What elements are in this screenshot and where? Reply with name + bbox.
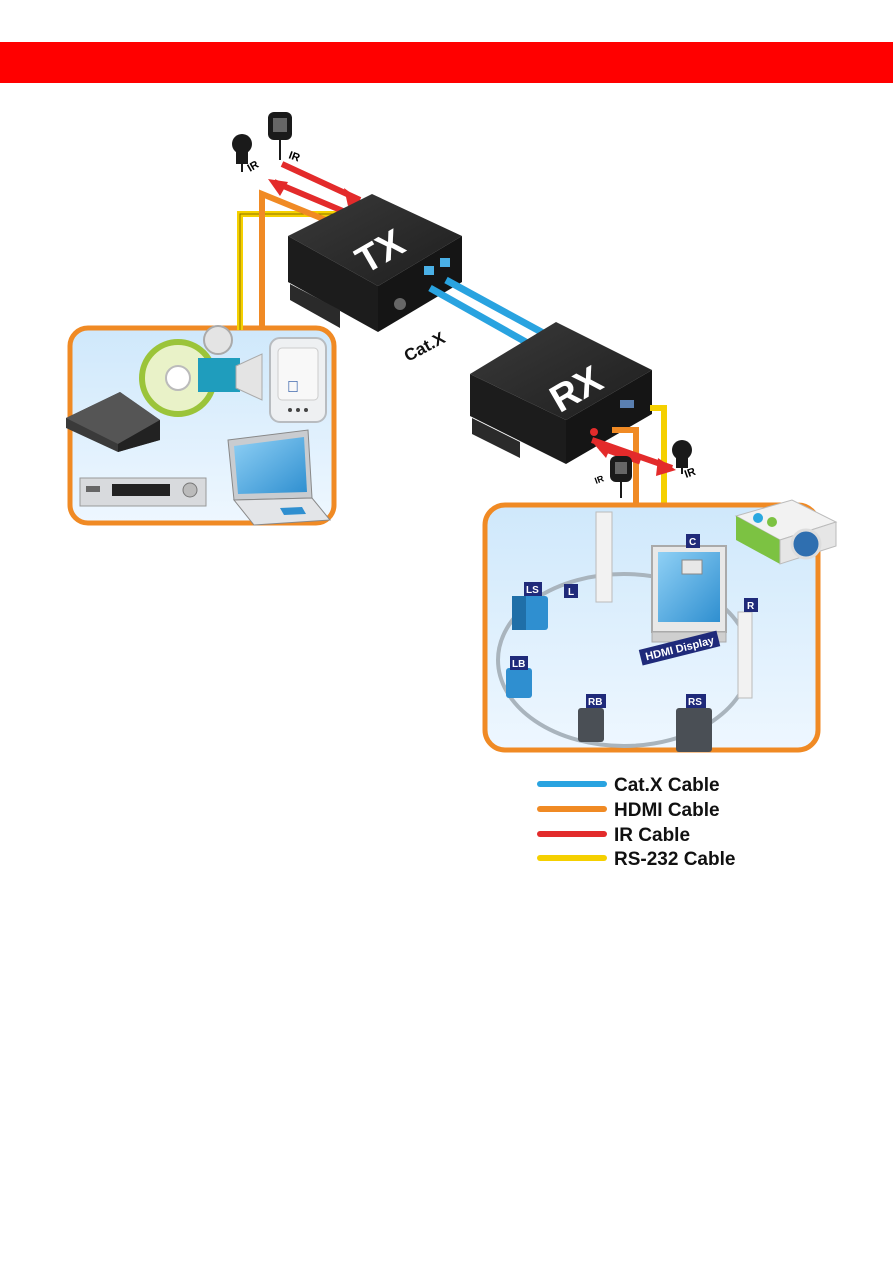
desktop-tower-icon:  (269, 337, 327, 423)
svg-text:RB: RB (588, 697, 602, 708)
speaker-rs-icon (676, 708, 712, 752)
svg-text::  (287, 379, 299, 396)
speaker-tag-ls: LS (524, 582, 542, 596)
speaker-lb-icon (506, 668, 532, 698)
speaker-tag-c: C (686, 534, 700, 548)
svg-text:R: R (747, 601, 755, 612)
cable-label: Cat.X (401, 328, 449, 365)
legend-item-catx: Cat.X Cable (537, 775, 720, 796)
speaker-tag-l: L (564, 584, 578, 598)
svg-text:L: L (568, 587, 574, 598)
ir-label-rx-left: IR (593, 473, 605, 486)
legend-item-rs232: RS-232 Cable (537, 849, 735, 870)
speaker-tag-lb: LB (510, 656, 528, 670)
speaker-ls-icon (512, 596, 548, 630)
projector-icon (734, 499, 838, 565)
svg-text:RS: RS (688, 697, 702, 708)
svg-text:C: C (689, 537, 696, 548)
header-bar (0, 42, 893, 83)
svg-text:LB: LB (512, 659, 525, 670)
speaker-l-icon (595, 511, 613, 603)
svg-text:LS: LS (526, 585, 539, 596)
ir-emitter-icon (672, 440, 692, 474)
ir-label-rx-right: IR (683, 466, 697, 481)
laptop-icon (227, 429, 332, 526)
ir-emitter-icon (232, 134, 252, 172)
legend-label-ir: IR Cable (614, 825, 690, 846)
speaker-r-icon (737, 611, 753, 699)
legend-label-hdmi: HDMI Cable (614, 800, 720, 821)
legend-item-ir: IR Cable (537, 825, 690, 846)
hdmi-display-icon (651, 545, 727, 643)
router-icon (66, 392, 160, 452)
av-receiver-icon (79, 477, 207, 507)
ir-label-tx-left: IR (246, 159, 262, 175)
ir-receiver-icon (268, 112, 292, 160)
display-panel: HDMI Display C L (482, 499, 838, 753)
speaker-tag-r: R (744, 598, 758, 612)
legend: Cat.X Cable HDMI Cable IR Cable RS-232 C… (537, 775, 735, 870)
ir-label-tx-right: IR (287, 150, 301, 165)
speaker-tag-rb: RB (586, 694, 606, 708)
transmitter-unit: TX (288, 194, 462, 332)
receiver-unit: RX (470, 322, 652, 464)
source-panel:  (66, 325, 337, 526)
speaker-rb-icon (578, 708, 604, 742)
ir-receiver-icon (610, 456, 632, 498)
legend-item-hdmi: HDMI Cable (537, 800, 720, 821)
legend-label-catx: Cat.X Cable (614, 775, 720, 796)
legend-label-rs232: RS-232 Cable (614, 849, 735, 870)
speaker-tag-rs: RS (686, 694, 706, 708)
film-camera-icon (139, 325, 263, 417)
